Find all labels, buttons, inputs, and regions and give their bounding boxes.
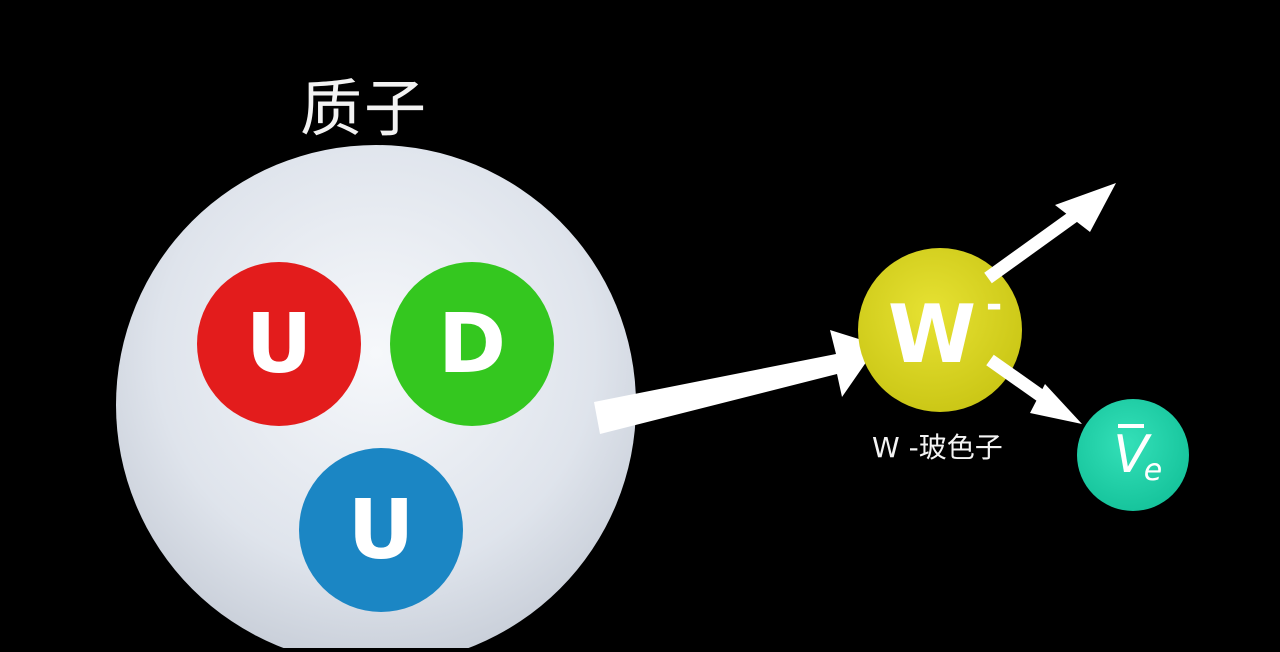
quark-circle <box>390 262 554 426</box>
quark-up-red: U <box>197 262 361 426</box>
neutrino-arrow <box>986 354 1082 424</box>
quark-up-blue: U <box>299 448 463 612</box>
w-boson-label: W -玻色子 <box>872 431 1003 464</box>
neutrino-symbol: V <box>1113 425 1152 485</box>
neutrino-subscript: e <box>1144 453 1162 488</box>
quark-label: U <box>348 483 415 578</box>
emission-arrow <box>594 330 878 434</box>
quark-circle <box>197 262 361 426</box>
w-boson-symbol: W <box>888 288 976 381</box>
quark-circle <box>299 448 463 612</box>
w-boson-charge: - <box>986 282 1003 328</box>
proton-title: 质子 <box>300 72 429 145</box>
quark-label: D <box>438 297 506 392</box>
electron-antineutrino-circle <box>1077 399 1189 511</box>
quark-down-green: D <box>390 262 554 426</box>
electron-arrow <box>984 183 1116 284</box>
w-boson-circle <box>858 248 1022 412</box>
quark-label: U <box>246 297 313 392</box>
